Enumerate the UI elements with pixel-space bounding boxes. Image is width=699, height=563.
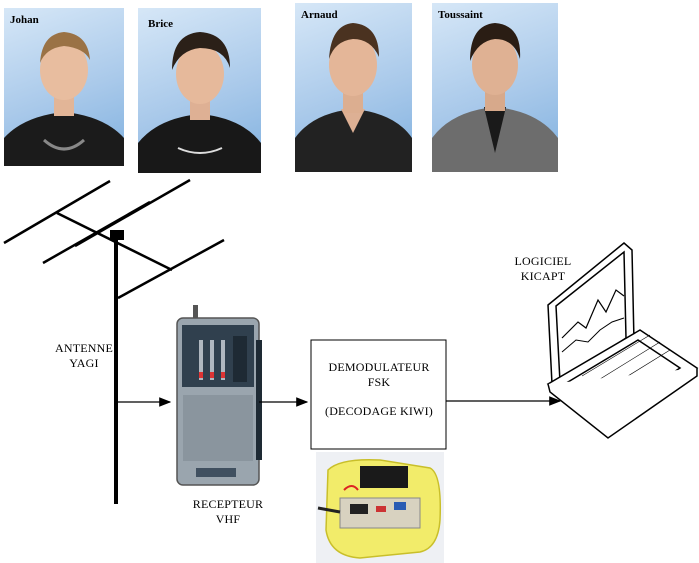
person-name-arnaud: Arnaud	[301, 9, 338, 21]
demodulator-label-line2: FSK	[367, 375, 391, 389]
person-portrait-icon	[295, 23, 412, 172]
person-portrait-icon	[4, 32, 124, 166]
receiver-label-line2: VHF	[215, 512, 241, 526]
radio-receiver-icon	[176, 305, 262, 486]
antenna-label: ANTENNE YAGI	[46, 341, 122, 371]
demodulator-label: DEMODULATEUR FSK (DECODAGE KIWI)	[311, 360, 447, 419]
photo-toussaint: Toussaint	[432, 3, 558, 172]
demodulator-label-line3: (DECODAGE KIWI)	[325, 404, 433, 418]
person-name-johan: Johan	[10, 14, 39, 26]
receiver-label-line1: RECEPTEUR	[192, 497, 264, 511]
photo-brice: Brice	[138, 8, 261, 173]
yagi-antenna-icon	[3, 178, 225, 504]
person-name-brice: Brice	[148, 18, 174, 30]
laptop-icon	[546, 242, 699, 439]
photo-arnaud: Arnaud	[295, 3, 412, 172]
person-name-toussaint: Toussaint	[438, 9, 483, 21]
demodulator-label-line1: DEMODULATEUR	[328, 360, 430, 374]
software-label-line2: KICAPT	[520, 269, 566, 283]
photo-johan: Johan	[4, 8, 124, 166]
software-label-line1: LOGICIEL	[514, 254, 572, 268]
software-label: LOGICIEL KICAPT	[500, 254, 586, 284]
person-portrait-icon	[138, 32, 261, 173]
antenna-label-line1: ANTENNE	[54, 341, 114, 355]
receiver-label: RECEPTEUR VHF	[180, 497, 276, 527]
person-portrait-icon	[432, 23, 558, 172]
circuit-board-icon	[316, 452, 444, 563]
antenna-label-line2: YAGI	[69, 356, 99, 370]
demodulator-box	[310, 339, 447, 450]
